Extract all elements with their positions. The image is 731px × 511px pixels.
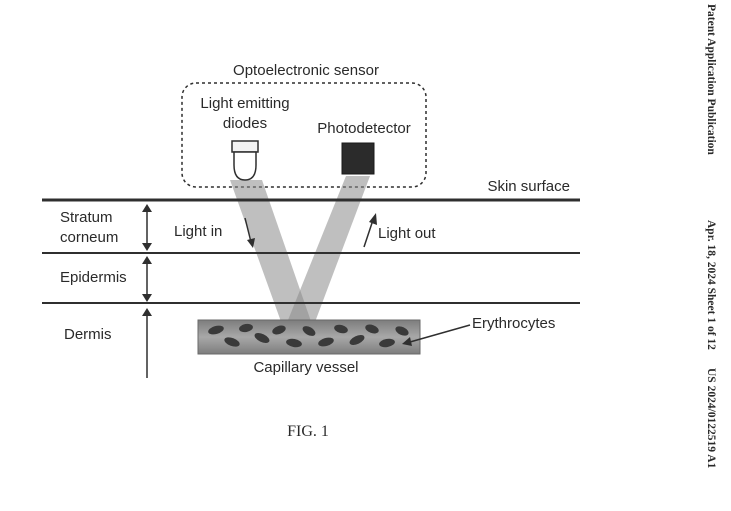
dermis-extent-arrow <box>142 308 152 378</box>
stratum-label-line1: Stratum <box>60 209 113 226</box>
capillary-vessel <box>197 319 421 355</box>
stratum-label-line2: corneum <box>60 229 118 246</box>
stratum-extent-arrow <box>142 204 152 251</box>
sensor-label: Optoelectronic sensor <box>233 62 379 79</box>
photodetector-icon <box>341 142 375 175</box>
light-out-label: Light out <box>378 225 436 242</box>
light-in-beam <box>230 180 314 330</box>
led-label-line1: Light emitting <box>200 95 289 112</box>
header-number: US 2024/0122519 A1 <box>705 368 717 469</box>
figure-caption: FIG. 1 <box>287 423 329 440</box>
header-date-sheet: Apr. 18, 2024 Sheet 1 of 12 <box>705 220 717 350</box>
dermis-label: Dermis <box>64 326 112 343</box>
skin-surface-label: Skin surface <box>487 178 570 195</box>
photodetector-label: Photodetector <box>317 120 410 137</box>
epidermis-extent-arrow <box>142 256 152 302</box>
header-publication: Patent Application Publication <box>705 4 717 155</box>
led-icon <box>231 140 259 181</box>
epidermis-label: Epidermis <box>60 269 127 286</box>
light-in-label: Light in <box>174 223 222 240</box>
optoelectronic-sensor-box <box>181 82 427 188</box>
light-out-arrow <box>363 213 377 248</box>
erythrocytes-cells <box>208 323 409 348</box>
erythrocytes-pointer <box>402 324 471 346</box>
erythrocytes-label: Erythrocytes <box>472 315 555 332</box>
led-label-line2: diodes <box>223 115 267 132</box>
capillary-label: Capillary vessel <box>253 359 358 376</box>
light-in-arrow <box>244 217 255 248</box>
